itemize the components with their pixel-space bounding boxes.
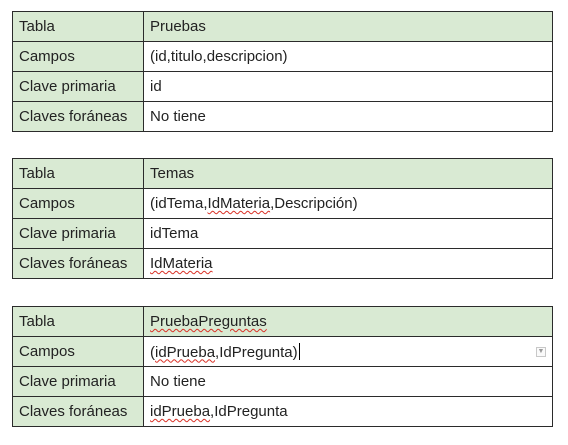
table-row: Campos (id,titulo,descripcion): [12, 41, 553, 72]
primary-key-label-cell[interactable]: Clave primaria: [12, 71, 144, 102]
foreign-keys-value-cell[interactable]: idPrueba,IdPregunta: [143, 396, 553, 427]
chevron-down-icon[interactable]: ▼: [536, 346, 546, 357]
fields-label-cell[interactable]: Campos: [12, 336, 144, 367]
table-pruebapreguntas: Tabla PruebaPreguntas Campos (idPrueba,I…: [12, 306, 553, 427]
misspelled-word[interactable]: PruebaPreguntas: [150, 313, 267, 330]
fields-value-cell[interactable]: (idTema,IdMateria,Descripción): [143, 188, 553, 219]
table-row: Tabla Temas: [12, 158, 553, 189]
table-pruebas: Tabla Pruebas Campos (id,titulo,descripc…: [12, 11, 553, 132]
foreign-keys-text-part: ,IdPregunta: [210, 403, 288, 420]
text-cursor: [298, 342, 300, 360]
fields-label-cell[interactable]: Campos: [12, 41, 144, 72]
table-name-cell[interactable]: PruebaPreguntas: [143, 306, 553, 337]
table-row: Clave primaria No tiene: [12, 366, 553, 397]
foreign-keys-label-cell[interactable]: Claves foráneas: [12, 396, 144, 427]
table-row: Clave primaria id: [12, 71, 553, 102]
table-row: Clave primaria idTema: [12, 218, 553, 249]
primary-key-label-cell[interactable]: Clave primaria: [12, 366, 144, 397]
primary-key-value-cell[interactable]: No tiene: [143, 366, 553, 397]
fields-value-cell[interactable]: (idPrueba,IdPregunta) ▼: [143, 336, 553, 367]
table-row: Campos (idPrueba,IdPregunta) ▼: [12, 336, 553, 367]
table-row: Claves foráneas idPrueba,IdPregunta: [12, 396, 553, 427]
foreign-keys-value-cell[interactable]: No tiene: [143, 101, 553, 132]
misspelled-word[interactable]: idPrueba: [155, 343, 216, 361]
fields-text-part: ,IdPregunta): [215, 343, 298, 361]
misspelled-word[interactable]: idPrueba: [150, 403, 211, 420]
foreign-keys-value-cell[interactable]: IdMateria: [143, 248, 553, 279]
primary-key-value-cell[interactable]: id: [143, 71, 553, 102]
table-label-cell[interactable]: Tabla: [12, 11, 144, 42]
fields-label-cell[interactable]: Campos: [12, 188, 144, 219]
table-row: Claves foráneas No tiene: [12, 101, 553, 132]
foreign-keys-label-cell[interactable]: Claves foráneas: [12, 248, 144, 279]
misspelled-word[interactable]: IdMateria: [150, 255, 213, 272]
fields-value-cell[interactable]: (id,titulo,descripcion): [143, 41, 553, 72]
table-name-cell[interactable]: Pruebas: [143, 11, 553, 42]
table-row: Claves foráneas IdMateria: [12, 248, 553, 279]
primary-key-label-cell[interactable]: Clave primaria: [12, 218, 144, 249]
foreign-keys-label-cell[interactable]: Claves foráneas: [12, 101, 144, 132]
table-row: Campos (idTema,IdMateria,Descripción): [12, 188, 553, 219]
primary-key-value-cell[interactable]: idTema: [143, 218, 553, 249]
fields-text-part: (: [150, 343, 155, 361]
misspelled-word[interactable]: IdMateria: [207, 195, 271, 212]
table-label-cell[interactable]: Tabla: [12, 158, 144, 189]
table-name-cell[interactable]: Temas: [143, 158, 553, 189]
table-temas: Tabla Temas Campos (idTema,IdMateria,Des…: [12, 158, 553, 279]
fields-text-part: ,Descripción): [270, 195, 358, 212]
fields-text-part: (idTema,: [150, 195, 208, 212]
table-row: Tabla PruebaPreguntas: [12, 306, 553, 337]
table-row: Tabla Pruebas: [12, 11, 553, 42]
table-label-cell[interactable]: Tabla: [12, 306, 144, 337]
